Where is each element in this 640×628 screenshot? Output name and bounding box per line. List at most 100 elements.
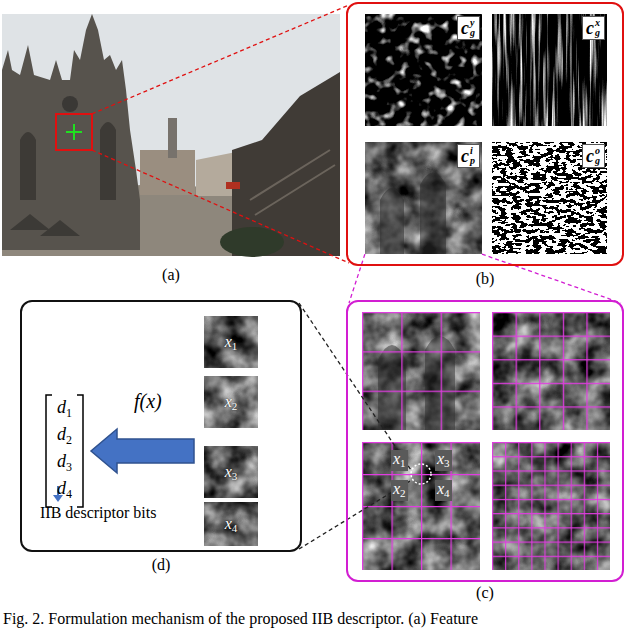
photo-panel: (a) [2, 14, 340, 256]
symbol-letter: c [461, 18, 469, 38]
patch-symbol: x [225, 463, 232, 480]
arches [380, 173, 446, 255]
cathedral-windows [20, 122, 116, 200]
function-text: f(x) [134, 390, 162, 412]
feature-maps-panel: (b)cygcxgcipcog [346, 2, 624, 266]
script-stack: og [595, 146, 600, 166]
grid [362, 442, 480, 570]
building [196, 152, 236, 196]
street-photo [2, 14, 340, 257]
patch-index: 2 [232, 400, 238, 412]
image-patch: x3 [204, 446, 258, 498]
entry-symbol: d [57, 478, 66, 498]
patch-symbol: x [437, 450, 444, 467]
panel-label: (b) [348, 270, 622, 288]
patch-image [204, 446, 258, 498]
rose-window [62, 96, 78, 112]
patch-index: 4 [232, 522, 238, 534]
intensity-map [365, 142, 482, 254]
dashed-connector [349, 254, 365, 303]
panel-label: (c) [348, 584, 622, 602]
car [226, 182, 240, 189]
script-stack: ip [470, 146, 475, 166]
dashed-connector [299, 303, 411, 470]
block-arrow [91, 429, 194, 473]
feature-point [66, 124, 82, 140]
vertical-gradient-map [365, 14, 482, 126]
dashed-connector [92, 150, 349, 263]
figure-caption: Fig. 2. Formulation mechanism of the pro… [3, 610, 478, 627]
subscript: g [595, 156, 600, 166]
grid [492, 442, 610, 570]
superscript: x [595, 18, 600, 28]
symbol-letter: c [586, 18, 594, 38]
entry-index: 3 [66, 460, 72, 474]
patch-text: x4 [225, 515, 238, 534]
subscript: g [470, 28, 475, 38]
entry-index: 2 [66, 433, 72, 447]
connector [92, 5, 349, 263]
superscript: y [470, 18, 475, 28]
patch-images [204, 316, 258, 546]
patch-label: x3 [435, 450, 452, 471]
symbol-letter: c [586, 146, 594, 166]
intensity-map [492, 312, 610, 430]
patch-index: 3 [444, 457, 450, 469]
sample-circle [411, 464, 431, 484]
patch-text: x1 [225, 333, 238, 352]
entry-index: 4 [66, 487, 72, 501]
stairs [250, 150, 335, 215]
output-label: IIB descriptor bits [40, 504, 156, 522]
patch-label: x4 [435, 480, 452, 501]
script-stack: xg [595, 18, 600, 38]
patch-label: x1 [391, 450, 408, 471]
panel-label: (a) [2, 266, 340, 284]
cathedral [2, 14, 140, 250]
subscript: g [595, 28, 600, 38]
intensity-map [492, 442, 610, 570]
superscript: o [595, 146, 600, 156]
connector [91, 429, 194, 473]
patch-text: x3 [225, 463, 238, 482]
patch-symbol: x [225, 333, 232, 350]
patch-symbol: x [393, 450, 400, 467]
image-patch: x4 [204, 502, 258, 546]
patch-image [204, 376, 258, 428]
patch-symbol: x [225, 393, 232, 410]
building [140, 150, 195, 195]
output-text: IIB descriptor bits [40, 504, 156, 521]
connector [349, 254, 621, 303]
horizontal-gradient-map [492, 14, 607, 126]
panel-label: (d) [22, 556, 300, 574]
grid-panel: (c) [346, 300, 624, 582]
patch-symbol: x [225, 515, 232, 532]
vector-entry: d3 [57, 451, 72, 478]
descriptor-vector: d1d2d3d4 [44, 394, 85, 508]
grid [362, 312, 480, 430]
umbrellas [10, 214, 80, 236]
image-patch: x2 [204, 376, 258, 428]
entry-symbol: d [57, 424, 66, 444]
patch-index: 1 [400, 457, 406, 469]
script-stack: yg [470, 18, 475, 38]
entry-index: 1 [66, 406, 72, 420]
map-tag: cyg [457, 16, 480, 40]
feature-window [56, 114, 92, 150]
connector [299, 303, 412, 549]
map-tag: cxg [582, 16, 605, 40]
function-label: f(x) [134, 390, 162, 412]
patch-image [204, 502, 258, 546]
tree [220, 227, 284, 257]
patch-symbol: x [393, 480, 400, 497]
patch-index: 1 [232, 340, 238, 352]
grid-maps [362, 312, 610, 570]
patch-symbol: x [437, 480, 444, 497]
vector-entry: d4 [57, 478, 72, 505]
patch-text: x2 [225, 393, 238, 412]
symbol-letter: c [461, 146, 469, 166]
intensity-map [362, 312, 480, 430]
dashed-connector [92, 5, 349, 114]
entry-symbol: d [57, 397, 66, 417]
orientation-map [492, 142, 607, 254]
